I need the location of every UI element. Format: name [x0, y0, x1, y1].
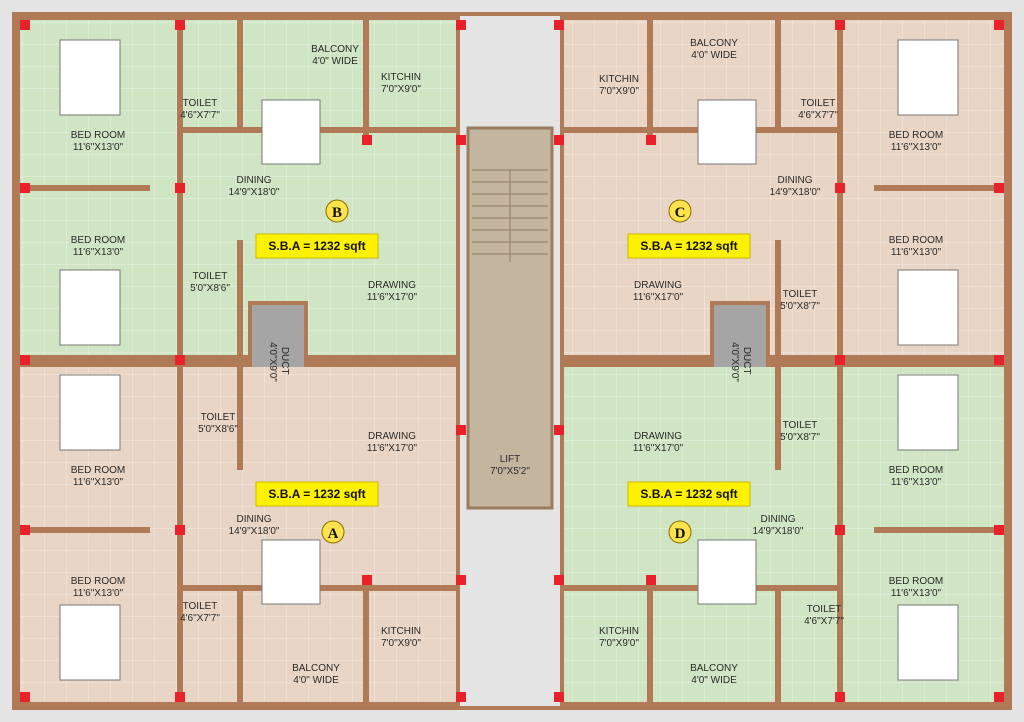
staircase	[472, 169, 548, 262]
svg-text:BED ROOM: BED ROOM	[889, 130, 943, 141]
svg-text:BED ROOM: BED ROOM	[71, 130, 125, 141]
svg-text:4'6"X7'7": 4'6"X7'7"	[798, 110, 838, 121]
svg-text:BED ROOM: BED ROOM	[71, 235, 125, 246]
svg-text:BED ROOM: BED ROOM	[71, 465, 125, 476]
svg-text:BED ROOM: BED ROOM	[889, 465, 943, 476]
svg-text:BALCONY: BALCONY	[311, 44, 359, 55]
svg-text:B: B	[332, 205, 342, 221]
svg-text:4'0" WIDE: 4'0" WIDE	[312, 56, 358, 67]
svg-text:LIFT: LIFT	[500, 454, 521, 465]
svg-text:14'9"X18'0": 14'9"X18'0"	[229, 526, 280, 537]
svg-text:DRAWING: DRAWING	[368, 280, 416, 291]
svg-text:TOILET: TOILET	[183, 98, 218, 109]
svg-text:DINING: DINING	[237, 175, 272, 186]
svg-text:S.B.A = 1232 sqft: S.B.A = 1232 sqft	[640, 239, 737, 253]
svg-text:11'6"X13'0": 11'6"X13'0"	[73, 477, 124, 488]
svg-text:BALCONY: BALCONY	[690, 38, 738, 49]
svg-text:7'0"X5'2": 7'0"X5'2"	[490, 466, 530, 477]
svg-text:DRAWING: DRAWING	[634, 280, 682, 291]
svg-text:TOILET: TOILET	[783, 289, 818, 300]
svg-text:BALCONY: BALCONY	[690, 663, 738, 674]
unit-b: BALCONY 4'0" WIDE KITCHIN 7'0"X9'0" TOIL…	[20, 20, 456, 423]
svg-text:KITCHIN: KITCHIN	[381, 626, 421, 637]
svg-text:11'6"X13'0": 11'6"X13'0"	[891, 247, 942, 258]
svg-text:4'0" WIDE: 4'0" WIDE	[691, 50, 737, 61]
duct-left-label: DUCT 4'0"X9'0"	[267, 342, 290, 382]
svg-text:14'9"X18'0": 14'9"X18'0"	[229, 187, 280, 198]
svg-text:C: C	[675, 205, 686, 221]
svg-text:DINING: DINING	[237, 514, 272, 525]
svg-text:7'0"X9'0": 7'0"X9'0"	[599, 638, 639, 649]
svg-text:11'6"X13'0": 11'6"X13'0"	[73, 247, 124, 258]
svg-text:11'6"X13'0": 11'6"X13'0"	[891, 142, 942, 153]
svg-text:11'6"X13'0": 11'6"X13'0"	[73, 142, 124, 153]
svg-text:DINING: DINING	[778, 175, 813, 186]
svg-text:TOILET: TOILET	[807, 604, 842, 615]
svg-text:5'0"X8'7": 5'0"X8'7"	[780, 301, 820, 312]
svg-text:5'0"X8'6": 5'0"X8'6"	[190, 283, 230, 294]
svg-text:DRAWING: DRAWING	[368, 431, 416, 442]
svg-text:11'6"X13'0": 11'6"X13'0"	[73, 588, 124, 599]
svg-text:7'0"X9'0": 7'0"X9'0"	[381, 84, 421, 95]
svg-text:11'6"X13'0": 11'6"X13'0"	[891, 588, 942, 599]
svg-text:7'0"X9'0": 7'0"X9'0"	[381, 638, 421, 649]
svg-text:BED ROOM: BED ROOM	[889, 576, 943, 587]
unit-d: BALCONY 4'0" WIDE KITCHIN 7'0"X9'0" TOIL…	[564, 367, 1004, 702]
unit-a: BALCONY 4'0" WIDE KITCHIN 7'0"X9'0" TOIL…	[20, 367, 456, 702]
svg-text:BED ROOM: BED ROOM	[71, 576, 125, 587]
svg-text:BED ROOM: BED ROOM	[889, 235, 943, 246]
svg-text:D: D	[675, 526, 686, 542]
svg-text:TOILET: TOILET	[783, 420, 818, 431]
svg-text:4'0" WIDE: 4'0" WIDE	[293, 675, 339, 686]
svg-text:TOILET: TOILET	[183, 601, 218, 612]
svg-text:11'6"X17'0": 11'6"X17'0"	[367, 443, 418, 454]
duct-right-label: DUCT 4'0"X9'0"	[729, 342, 752, 382]
svg-text:4'6"X7'7": 4'6"X7'7"	[180, 613, 220, 624]
svg-text:S.B.A = 1232 sqft: S.B.A = 1232 sqft	[268, 487, 365, 501]
svg-text:7'0"X9'0": 7'0"X9'0"	[599, 86, 639, 97]
svg-text:TOILET: TOILET	[201, 412, 236, 423]
svg-text:KITCHIN: KITCHIN	[381, 72, 421, 83]
svg-text:5'0"X8'6": 5'0"X8'6"	[198, 424, 238, 435]
svg-text:11'6"X13'0": 11'6"X13'0"	[891, 477, 942, 488]
svg-text:KITCHIN: KITCHIN	[599, 74, 639, 85]
svg-text:KITCHIN: KITCHIN	[599, 626, 639, 637]
svg-text:14'9"X18'0": 14'9"X18'0"	[753, 526, 804, 537]
svg-text:DINING: DINING	[761, 514, 796, 525]
unit-c: BALCONY 4'0" WIDE KITCHIN 7'0"X9'0" TOIL…	[564, 20, 1004, 423]
svg-text:DRAWING: DRAWING	[634, 431, 682, 442]
svg-text:BALCONY: BALCONY	[292, 663, 340, 674]
svg-text:5'0"X8'7": 5'0"X8'7"	[780, 432, 820, 443]
svg-text:4'6"X7'7": 4'6"X7'7"	[804, 616, 844, 627]
svg-text:S.B.A = 1232 sqft: S.B.A = 1232 sqft	[640, 487, 737, 501]
svg-text:11'6"X17'0": 11'6"X17'0"	[633, 443, 684, 454]
structural-columns	[20, 20, 1004, 702]
svg-text:4'0" WIDE: 4'0" WIDE	[691, 675, 737, 686]
svg-text:TOILET: TOILET	[193, 271, 228, 282]
svg-text:11'6"X17'0": 11'6"X17'0"	[633, 292, 684, 303]
svg-text:14'9"X18'0": 14'9"X18'0"	[770, 187, 821, 198]
svg-text:S.B.A = 1232 sqft: S.B.A = 1232 sqft	[268, 239, 365, 253]
svg-text:TOILET: TOILET	[801, 98, 836, 109]
svg-text:A: A	[328, 526, 339, 542]
svg-text:11'6"X17'0": 11'6"X17'0"	[367, 292, 418, 303]
lift-label: LIFT 7'0"X5'2"	[490, 454, 530, 477]
svg-text:4'6"X7'7": 4'6"X7'7"	[180, 110, 220, 121]
